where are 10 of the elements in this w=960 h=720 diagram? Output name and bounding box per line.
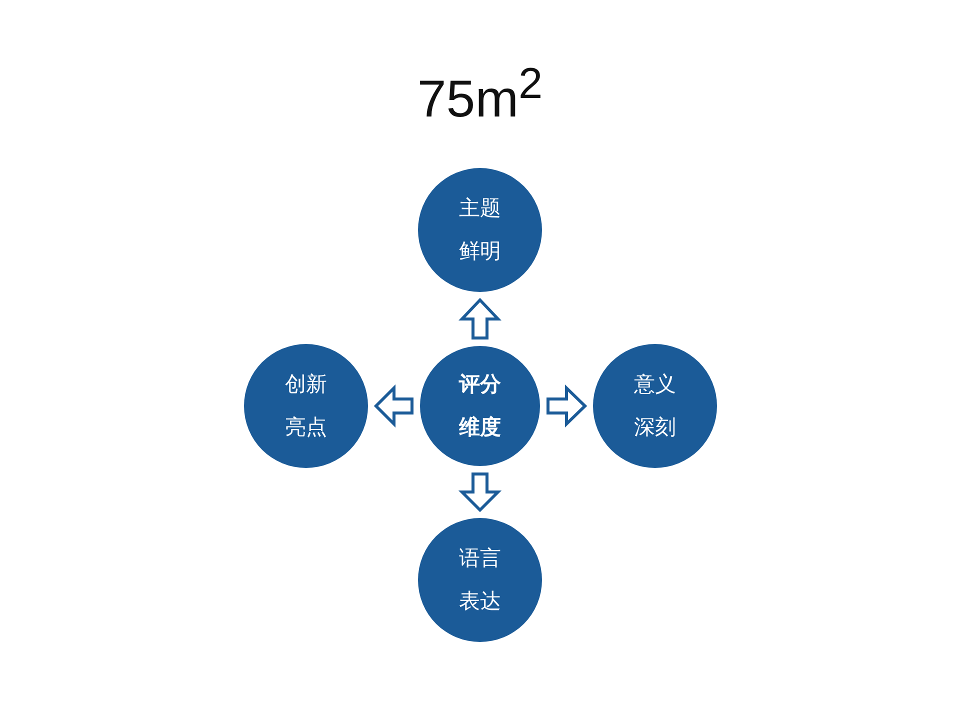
- block-arrow: [546, 384, 588, 428]
- block-arrow: [458, 472, 502, 512]
- circle-label: 主题鲜明: [458, 195, 502, 265]
- circle-label: 语言表达: [458, 545, 502, 615]
- circle-label: 意义深刻: [633, 371, 677, 441]
- circle-label: 评分维度: [458, 371, 502, 441]
- circle-label: 创新亮点: [284, 371, 328, 441]
- block-arrow: [374, 384, 414, 428]
- title: 75m$^{2}$: [417, 59, 543, 130]
- block-arrow: [458, 298, 502, 340]
